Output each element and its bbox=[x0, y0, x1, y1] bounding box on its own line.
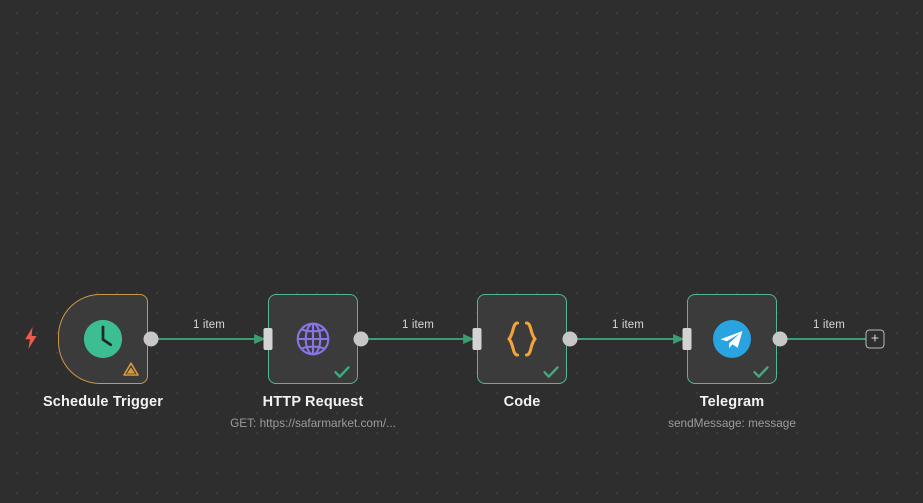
clock-icon bbox=[80, 316, 126, 362]
output-endpoint-code[interactable] bbox=[562, 331, 578, 347]
output-endpoint-telegram[interactable] bbox=[772, 331, 788, 347]
node-code[interactable] bbox=[477, 294, 567, 384]
check-icon bbox=[333, 363, 351, 381]
output-endpoint-http-request[interactable] bbox=[353, 331, 369, 347]
globe-icon bbox=[290, 316, 336, 362]
node-sublabel-http-request: GET: https://safarmarket.com/... bbox=[230, 416, 396, 430]
connection-label-3: 1 item bbox=[612, 319, 644, 331]
node-label-code: Code bbox=[503, 394, 541, 410]
check-icon bbox=[752, 363, 770, 381]
connection-label-4: 1 item bbox=[813, 319, 845, 331]
check-icon bbox=[542, 363, 560, 381]
node-label-schedule-trigger: Schedule Trigger bbox=[42, 394, 164, 410]
node-label-http-request: HTTP Request bbox=[262, 394, 364, 410]
node-label-telegram: Telegram bbox=[699, 394, 765, 410]
node-http-request[interactable] bbox=[268, 294, 358, 384]
node-schedule-trigger[interactable] bbox=[58, 294, 148, 384]
connection-label-2: 1 item bbox=[402, 319, 434, 331]
telegram-paper-plane-icon bbox=[709, 316, 755, 362]
node-sublabel-telegram: sendMessage: message bbox=[668, 416, 796, 430]
warning-triangle-icon bbox=[123, 361, 139, 377]
curly-braces-icon bbox=[499, 316, 545, 362]
connection-label-1: 1 item bbox=[193, 319, 225, 331]
input-endpoint-telegram[interactable] bbox=[682, 328, 692, 350]
output-endpoint-schedule-trigger[interactable] bbox=[143, 331, 159, 347]
input-endpoint-http-request[interactable] bbox=[263, 328, 273, 350]
add-node-button[interactable]: + bbox=[865, 329, 885, 349]
lightning-bolt-icon bbox=[23, 327, 39, 349]
input-endpoint-code[interactable] bbox=[472, 328, 482, 350]
node-telegram[interactable] bbox=[687, 294, 777, 384]
